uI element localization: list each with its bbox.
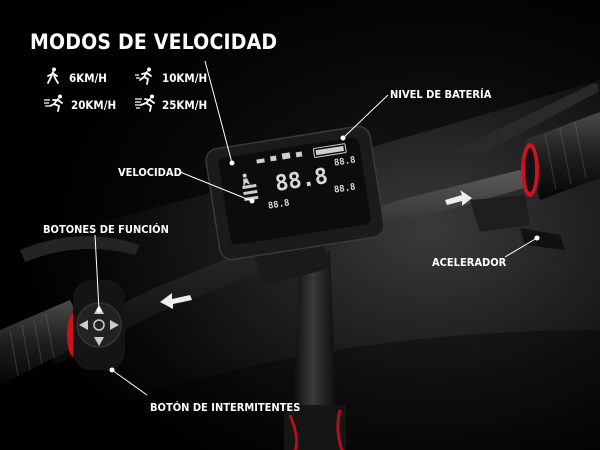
battery-level-label: NIVEL DE BATERÍA [390, 88, 492, 101]
speed-mode-label: 10KM/H [162, 71, 208, 85]
function-button-pad [73, 280, 125, 370]
callout-leader-lines [94, 60, 538, 396]
speed-mode-label: 25KM/H [162, 98, 208, 112]
page-title: MODOS DE VELOCIDAD [30, 30, 278, 54]
throttle-label: ACELERADOR [432, 256, 507, 269]
running-person-icon [135, 67, 152, 85]
sprinting-person-icon [135, 94, 155, 112]
lcd-display [205, 125, 385, 261]
fast-running-person-icon [44, 94, 63, 112]
speed-mode-label: 20KM/H [71, 98, 117, 112]
turn-signal-button-label: BOTÓN DE INTERMITENTES [150, 401, 301, 414]
throttle-lever [470, 195, 565, 250]
steering-stem [284, 250, 346, 450]
function-buttons-label: BOTONES DE FUNCIÓN [43, 223, 169, 236]
walking-person-icon [47, 67, 59, 84]
speed-mode-label: 6KM/H [69, 71, 107, 85]
speed-label: VELOCIDAD [118, 166, 182, 179]
